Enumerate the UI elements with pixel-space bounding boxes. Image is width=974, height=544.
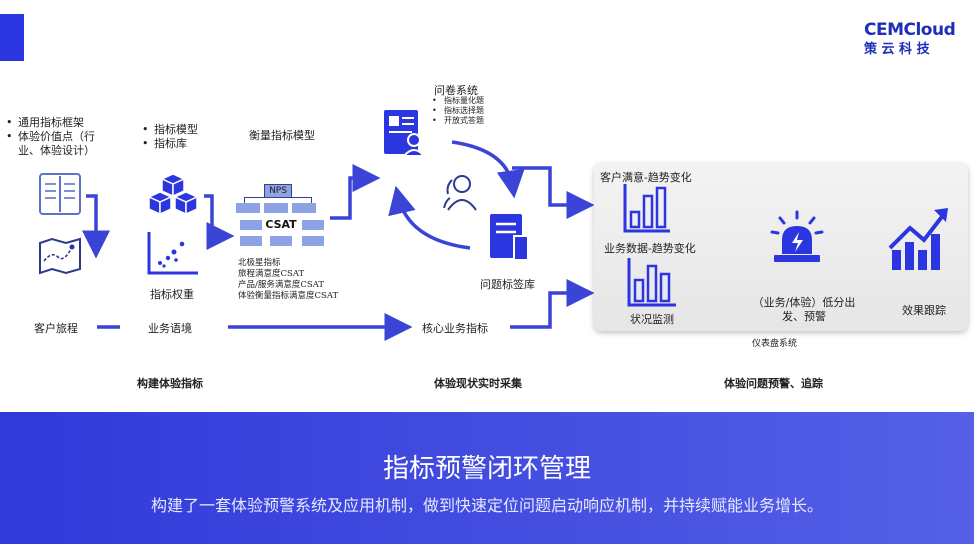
- document-icon: [39, 173, 81, 215]
- dashboard-label: 仪表盘系统: [752, 339, 798, 349]
- accent-block: [0, 14, 24, 61]
- banner-subtitle: 构建了一套体验预警系统及应用机制，做到快速定位问题启动响应机制，并持续赋能业务增…: [150, 496, 823, 515]
- arrow-model-to-survey: [330, 164, 381, 220]
- logo-sub: 策 云 科 技: [864, 42, 930, 57]
- csat-trend-label: 客户满意-趋势变化: [600, 171, 692, 184]
- biz-trend-label: 业务数据-趋势变化: [604, 242, 696, 255]
- note-line: 旅程满意度CSAT: [238, 269, 305, 279]
- journey-label: 客户旅程: [34, 322, 78, 335]
- logo-brand: CEMCloud: [864, 20, 956, 40]
- csat-box: CSAT: [265, 218, 297, 231]
- arrow-survey-to-tag: [451, 140, 525, 199]
- metric-cell: [302, 236, 324, 246]
- measure-model-label: 衡量指标模型: [249, 129, 315, 142]
- alarm-icon: [770, 210, 824, 262]
- section-alert: 体验问题预警、追踪: [724, 377, 823, 390]
- arrow-core-to-dash: [510, 279, 595, 329]
- metrics-notes: 北极星指标 旅程满意度CSAT 产品/服务满意度CSAT 体验衡量指标满意度CS…: [238, 258, 338, 302]
- badge-icon: [384, 110, 427, 157]
- arrow-cubes-to-model: [204, 194, 235, 250]
- weight-label: 指标权重: [150, 288, 194, 301]
- alert-label: （业务/体验）低分出发、预警: [752, 296, 856, 323]
- survey-item: 开放式答题: [432, 116, 512, 126]
- note-line: 北极星指标: [238, 258, 281, 268]
- banner-title: 指标预警闭环管理: [382, 454, 591, 484]
- metric-cell: [236, 203, 260, 213]
- bar-chart-icon: [623, 184, 670, 233]
- nps-box: NPS: [264, 184, 292, 198]
- growth-chart-icon: [888, 208, 948, 270]
- core-label: 核心业务指标: [422, 322, 488, 335]
- survey-item: 指标选择题: [432, 106, 512, 116]
- arrow-survey-to-dash: [512, 166, 595, 219]
- metric-cell: [264, 203, 288, 213]
- arrow-doc-to-map: [82, 194, 110, 259]
- cubes-icon: [147, 173, 199, 216]
- metric-cell: [292, 203, 316, 213]
- arrow-tag-to-survey: [388, 185, 471, 250]
- metric-cell: [240, 220, 262, 230]
- section-build: 构建体验指标: [137, 377, 203, 390]
- bottom-banner: 指标预警闭环管理 构建了一套体验预警系统及应用机制，做到快速定位问题启动响应机制…: [0, 412, 974, 544]
- bullet-item: 通用指标框架: [6, 116, 110, 130]
- tag-doc-icon: [490, 214, 529, 261]
- note-line: 产品/服务满意度CSAT: [238, 280, 325, 290]
- survey-label: 问卷系统: [434, 84, 478, 97]
- monitor-label: 状况监测: [630, 313, 674, 326]
- tag-lib-label: 问题标签库: [480, 278, 535, 291]
- logo: CEMCloud 策 云 科 技: [864, 20, 964, 57]
- nps-csat-model: NPS CSAT: [234, 184, 330, 250]
- section-collect: 体验现状实时采集: [434, 377, 522, 390]
- metric-cell: [240, 236, 262, 246]
- bullets-framework: 通用指标框架 体验价值点（行业、体验设计）: [6, 116, 110, 158]
- survey-items: 指标量化题 指标选择题 开放式答题: [432, 96, 512, 126]
- scatter-icon: [147, 232, 198, 275]
- people-icon: [443, 175, 477, 211]
- survey-item: 指标量化题: [432, 96, 512, 106]
- metric-cell: [270, 236, 292, 246]
- bullets-model: 指标模型 指标库: [142, 123, 232, 151]
- context-label: 业务语境: [148, 322, 192, 335]
- bullet-item: 体验价值点（行业、体验设计）: [6, 130, 110, 158]
- metric-cell: [302, 220, 324, 230]
- bullet-item: 指标库: [142, 137, 232, 151]
- bullet-item: 指标模型: [142, 123, 232, 137]
- bar-chart-icon: [627, 258, 676, 307]
- map-icon: [39, 237, 81, 275]
- note-line: 体验衡量指标满意度CSAT: [238, 291, 339, 301]
- track-label: 效果跟踪: [902, 304, 946, 317]
